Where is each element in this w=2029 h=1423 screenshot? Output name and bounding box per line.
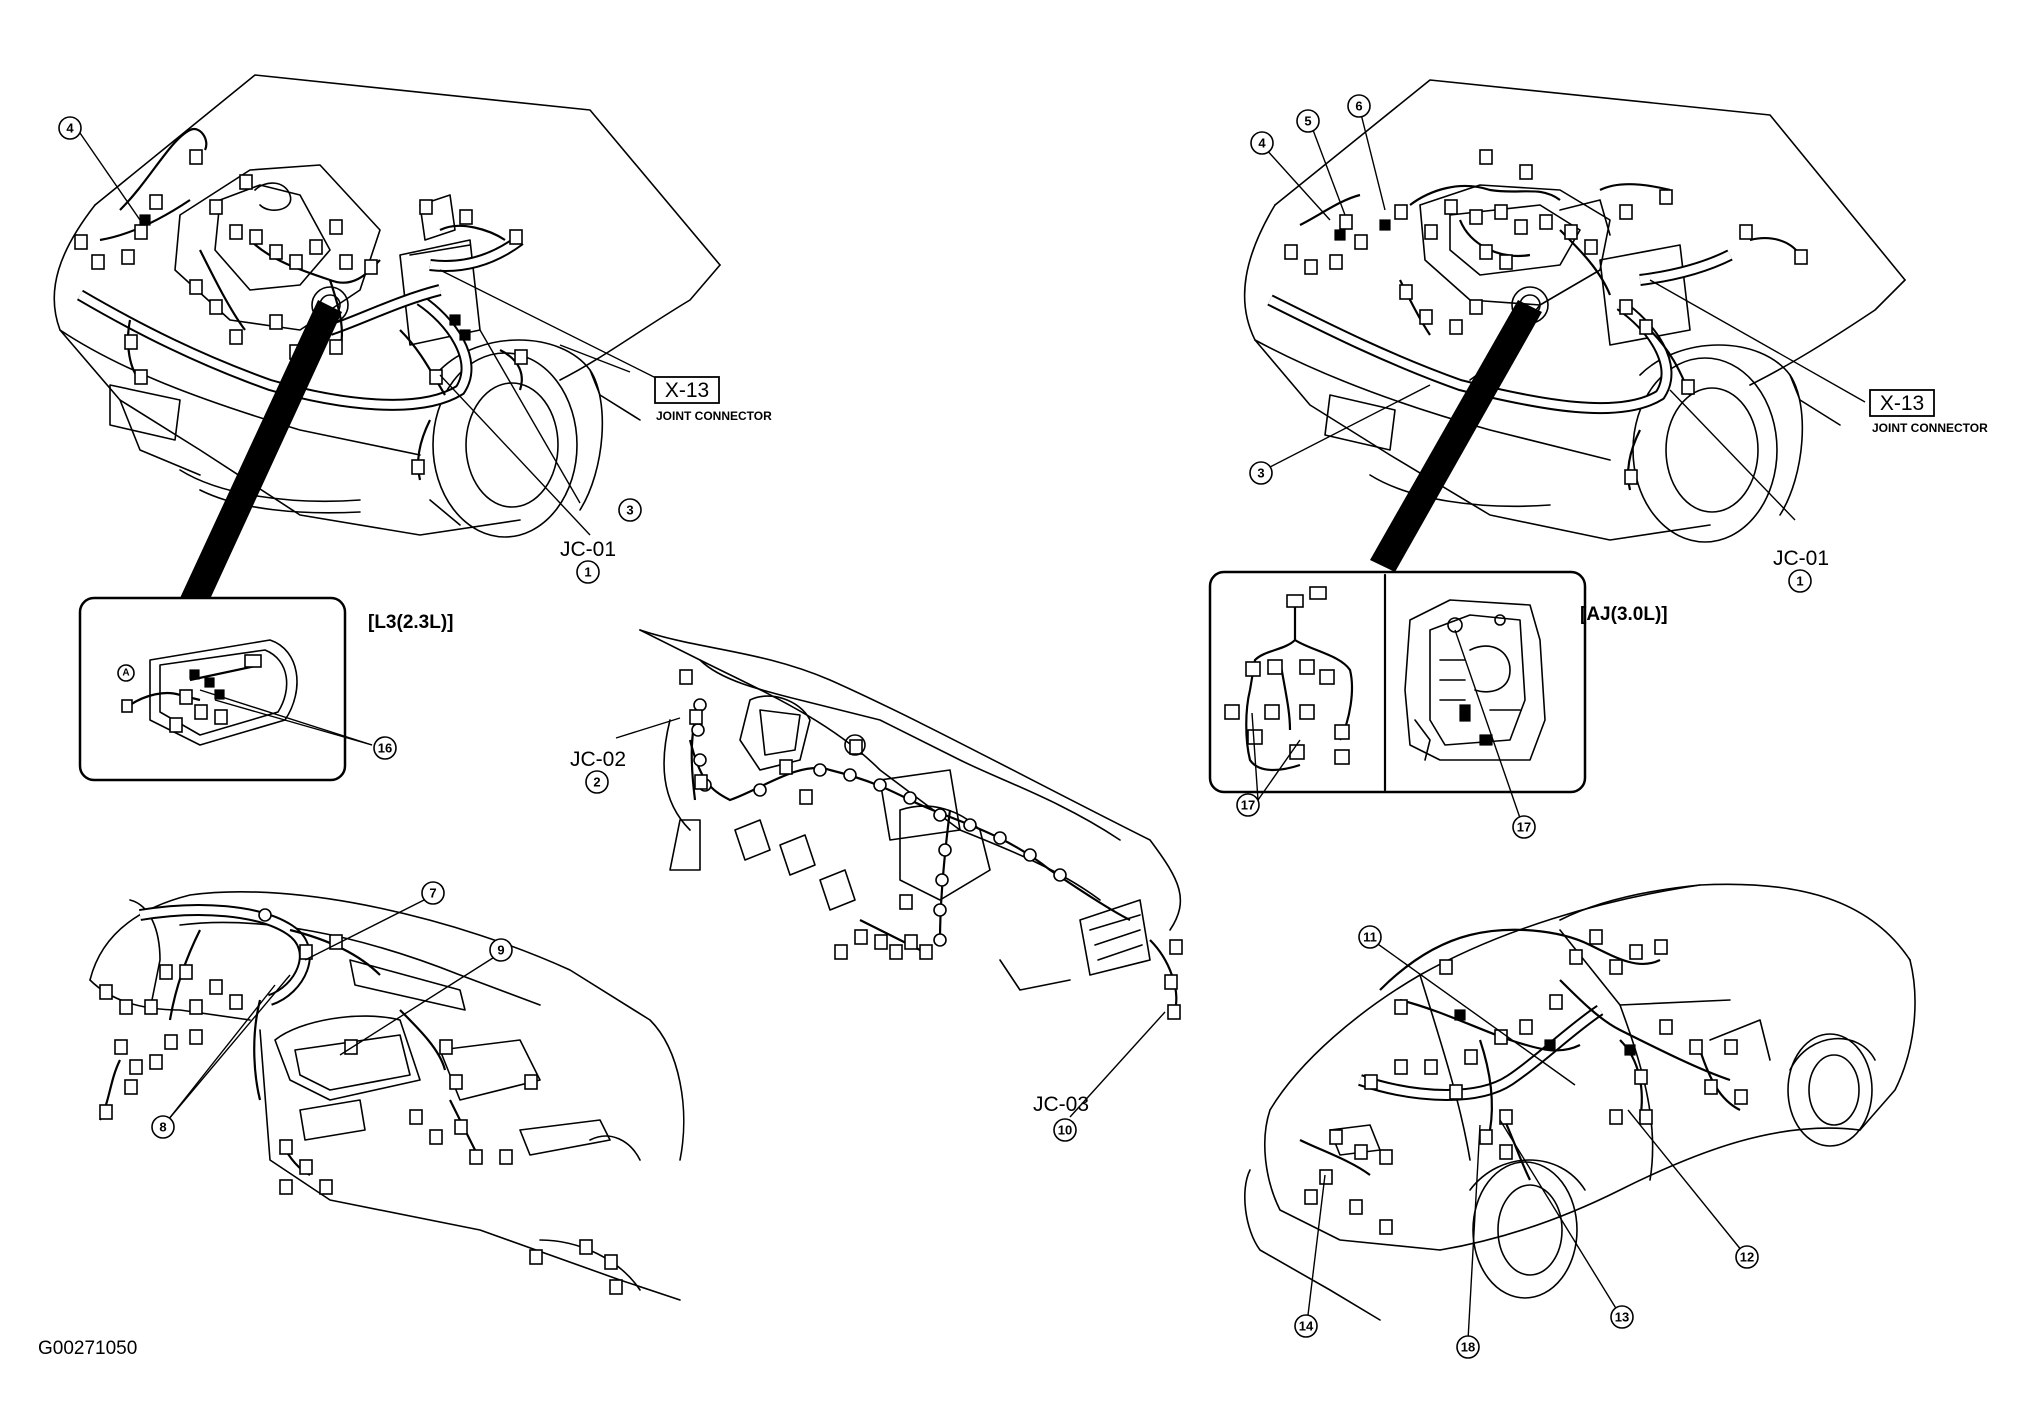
svg-text:14: 14 bbox=[1299, 1319, 1314, 1334]
svg-text:1: 1 bbox=[1796, 574, 1803, 589]
svg-text:16: 16 bbox=[378, 741, 392, 756]
svg-text:JC-02: JC-02 bbox=[570, 748, 626, 771]
inset-aj-detail bbox=[1208, 570, 1587, 819]
callout-5: 5 bbox=[1296, 109, 1320, 133]
joint-connector-jc02: JC-02 2 bbox=[570, 748, 626, 794]
svg-text:7: 7 bbox=[429, 886, 436, 901]
svg-text:17: 17 bbox=[1241, 798, 1255, 813]
svg-text:X-13: X-13 bbox=[1880, 392, 1924, 415]
callout-17-right: 17 bbox=[1512, 815, 1536, 839]
callout-6: 6 bbox=[1347, 94, 1371, 118]
instrument-panel-view bbox=[89, 891, 685, 1301]
engine-label-l3: [L3(2.3L)] bbox=[368, 612, 454, 633]
svg-text:1: 1 bbox=[584, 565, 591, 580]
dashboard-center-view bbox=[615, 629, 1183, 1118]
callout-7: 7 bbox=[421, 881, 445, 905]
joint-connector-jc03: JC-03 10 bbox=[1033, 1093, 1089, 1142]
svg-text:8: 8 bbox=[159, 1120, 166, 1135]
svg-text:A: A bbox=[122, 668, 129, 679]
svg-text:[L3(2.3L)]: [L3(2.3L)] bbox=[368, 612, 454, 633]
svg-text:10: 10 bbox=[1058, 1123, 1072, 1138]
callout-3-left: 3 bbox=[618, 498, 642, 522]
svg-text:JC-01: JC-01 bbox=[1773, 547, 1829, 570]
svg-text:18: 18 bbox=[1461, 1340, 1475, 1355]
callout-9: 9 bbox=[489, 938, 513, 962]
callout-12: 12 bbox=[1735, 1245, 1759, 1269]
callout-13: 13 bbox=[1610, 1305, 1634, 1329]
svg-text:11: 11 bbox=[1363, 930, 1377, 945]
svg-text:X-13: X-13 bbox=[665, 379, 709, 402]
callout-8: 8 bbox=[151, 1115, 175, 1139]
svg-text:[AJ(3.0L)]: [AJ(3.0L)] bbox=[1580, 604, 1668, 625]
svg-text:13: 13 bbox=[1615, 1310, 1629, 1325]
engine-bay-l3-view bbox=[53, 74, 721, 610]
callout-3-right: 3 bbox=[1249, 461, 1273, 485]
callout-4-right: 4 bbox=[1250, 131, 1274, 155]
joint-connector-box-x13-right: X-13 JOINT CONNECTOR bbox=[1869, 389, 1988, 435]
callout-4-left: 4 bbox=[58, 116, 82, 140]
svg-text:12: 12 bbox=[1740, 1250, 1754, 1265]
svg-text:JC-03: JC-03 bbox=[1033, 1093, 1089, 1116]
svg-text:6: 6 bbox=[1355, 99, 1362, 114]
callout-14: 14 bbox=[1294, 1314, 1318, 1338]
svg-text:4: 4 bbox=[1258, 136, 1266, 151]
svg-text:2: 2 bbox=[593, 775, 600, 790]
svg-text:4: 4 bbox=[66, 121, 74, 136]
rear-body-view bbox=[1244, 883, 1916, 1341]
svg-text:9: 9 bbox=[497, 943, 504, 958]
callout-18: 18 bbox=[1456, 1335, 1480, 1359]
svg-text:JOINT CONNECTOR: JOINT CONNECTOR bbox=[1872, 421, 1988, 435]
callout-11: 11 bbox=[1358, 925, 1382, 949]
engine-label-aj: [AJ(3.0L)] bbox=[1580, 604, 1668, 625]
svg-text:JOINT CONNECTOR: JOINT CONNECTOR bbox=[656, 409, 772, 423]
inset-marker-a: A bbox=[117, 664, 135, 682]
engine-bay-aj-view bbox=[1243, 79, 1906, 572]
svg-text:3: 3 bbox=[626, 503, 633, 518]
svg-text:3: 3 bbox=[1257, 466, 1264, 481]
svg-text:17: 17 bbox=[1517, 820, 1531, 835]
inset-l3-detail bbox=[78, 596, 373, 782]
joint-connector-jc01-right: JC-01 1 bbox=[1773, 547, 1829, 593]
svg-text:JC-01: JC-01 bbox=[560, 538, 616, 561]
figure-code: G00271050 bbox=[38, 1338, 137, 1359]
callout-17-left: 17 bbox=[1236, 793, 1260, 817]
svg-text:5: 5 bbox=[1304, 114, 1311, 129]
joint-connector-box-x13-left: X-13 JOINT CONNECTOR bbox=[654, 376, 772, 423]
joint-connector-jc01-left: JC-01 1 bbox=[560, 538, 616, 584]
callout-16: 16 bbox=[373, 736, 397, 760]
